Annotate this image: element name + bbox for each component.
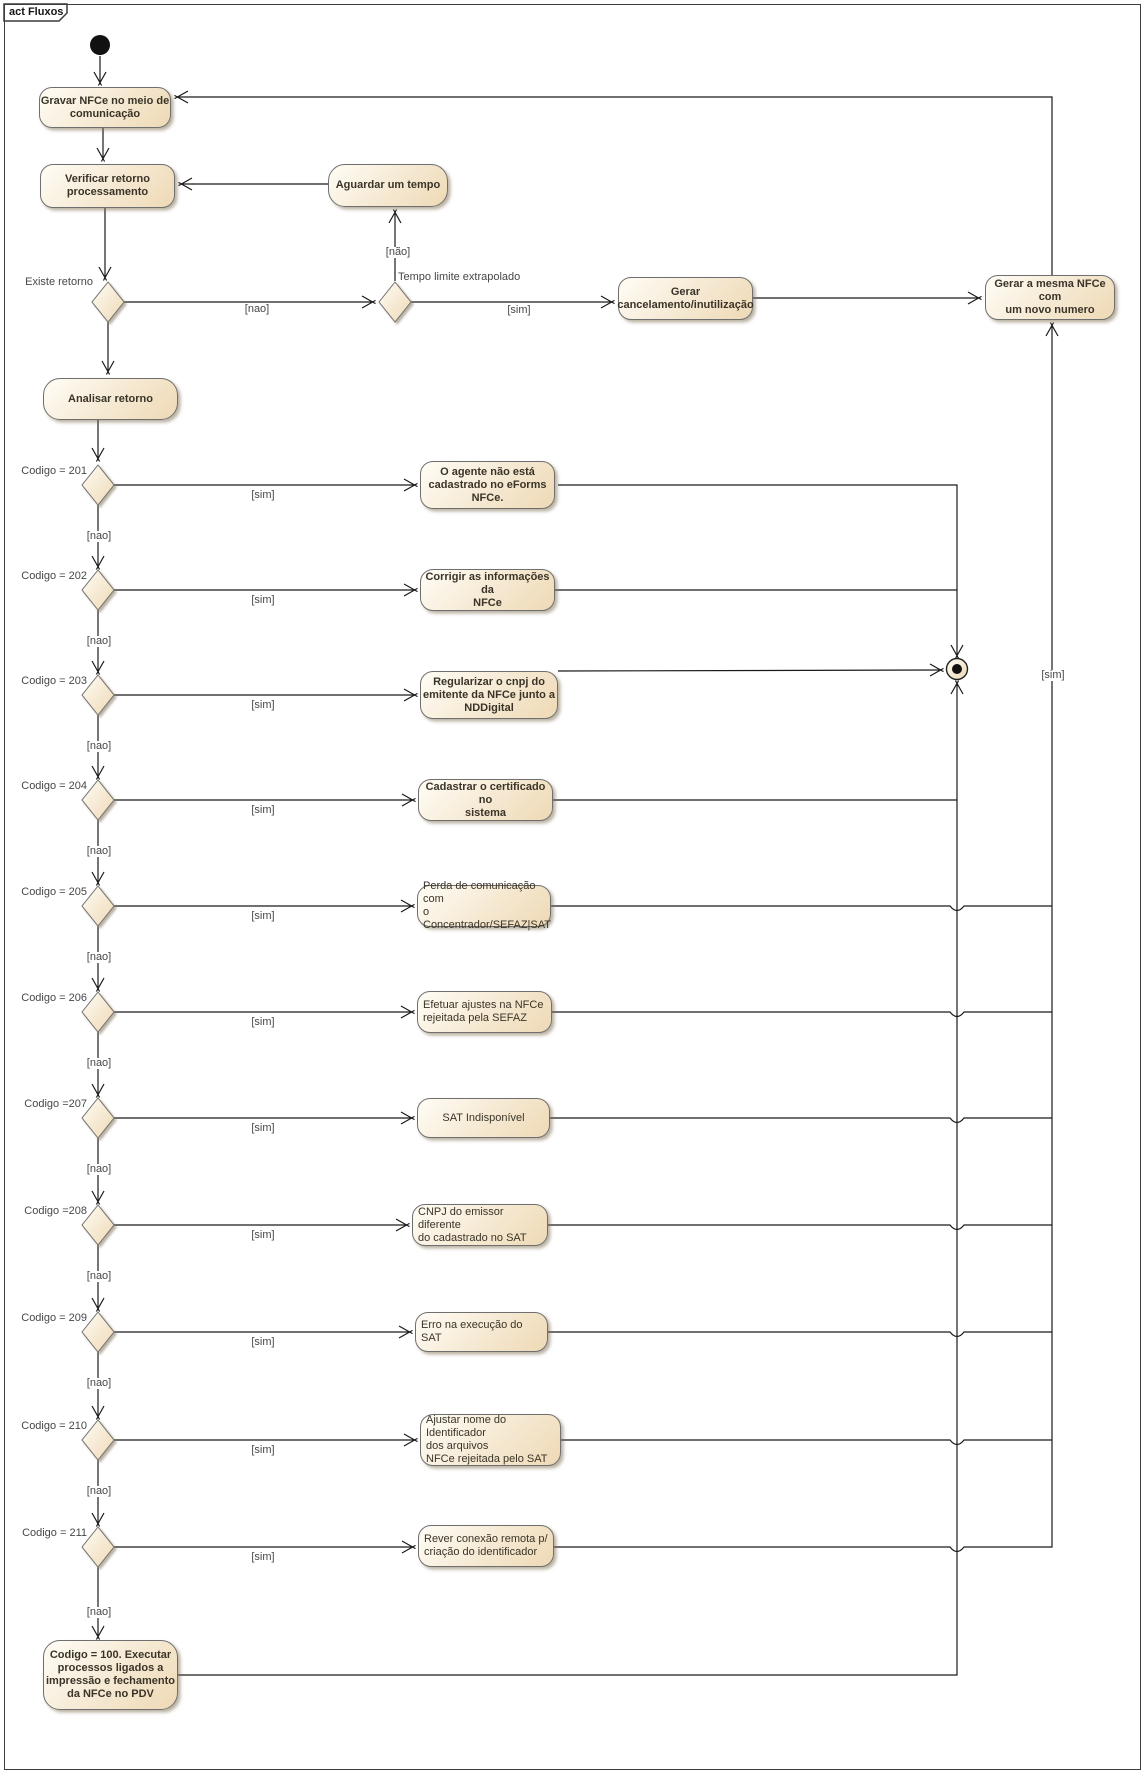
decision-codigo-201[interactable]: [81, 464, 115, 506]
action-207[interactable]: SAT Indisponível: [417, 1098, 550, 1138]
activity-gerar-mesma-nfce[interactable]: Gerar a mesma NFCe com um novo numero: [985, 275, 1115, 320]
decision-codigo-203[interactable]: [81, 674, 115, 716]
label-codigo-208: Codigo =208: [10, 1206, 88, 1217]
action-211[interactable]: Rever conexão remota p/ criação do ident…: [418, 1525, 554, 1567]
label-codigo-207: Codigo =207: [10, 1099, 88, 1110]
decision-codigo-205[interactable]: [81, 885, 115, 927]
guard-sim-205: [sim]: [240, 911, 286, 922]
label-codigo-205: Codigo = 205: [10, 887, 88, 898]
guard-nao-211: [nao]: [76, 1607, 122, 1618]
decision-codigo-209[interactable]: [81, 1311, 115, 1353]
guard-nao-204: [nao]: [76, 846, 122, 857]
guard-sim-207: [sim]: [240, 1123, 286, 1134]
label-codigo-203: Codigo = 203: [10, 676, 88, 687]
decision-codigo-207[interactable]: [81, 1097, 115, 1139]
edge-a210-to-regen: [561, 1439, 1052, 1446]
decision-codigo-206[interactable]: [81, 991, 115, 1033]
label-codigo-201: Codigo = 201: [10, 466, 88, 477]
guard-sim-211: [sim]: [240, 1552, 286, 1563]
guard-sim-201: [sim]: [240, 490, 286, 501]
guard-nao-210: [nao]: [76, 1486, 122, 1497]
activity-aguardar-tempo[interactable]: Aguardar um tempo: [328, 164, 448, 207]
edge-a206-to-regen: [552, 1011, 1052, 1018]
label-existe-retorno: Existe retorno: [20, 277, 94, 288]
guard-sim-204: [sim]: [240, 805, 286, 816]
guard-sim-208: [sim]: [240, 1230, 286, 1241]
edge-codigo100-to-final: [178, 680, 964, 1676]
activity-gravar-nfce[interactable]: Gravar NFCe no meio de comunicação: [39, 87, 171, 128]
edge-a201-to-final: [558, 484, 964, 659]
edge-a207-to-regen: [550, 1117, 1052, 1124]
guard-nao-206: [nao]: [76, 1058, 122, 1069]
decision-existe-retorno[interactable]: [91, 281, 125, 323]
label-codigo-209: Codigo = 209: [10, 1313, 88, 1324]
guard-nao-208: [nao]: [76, 1271, 122, 1282]
activity-verificar-retorno[interactable]: Verificar retorno processamento: [40, 164, 175, 208]
guard-sim-206: [sim]: [240, 1017, 286, 1028]
action-201[interactable]: O agente não está cadastrado no eForms N…: [420, 461, 555, 509]
guard-nao-205: [nao]: [76, 952, 122, 963]
edge-a209-to-regen: [548, 1331, 1052, 1338]
edge-a205-to-regen: [551, 905, 1052, 912]
guard-nao-207: [nao]: [76, 1164, 122, 1175]
final-node[interactable]: [945, 657, 969, 681]
guard-tempo-sim: [sim]: [498, 305, 540, 316]
label-codigo-210: Codigo = 210: [10, 1421, 88, 1432]
edge-sim-to-gerarmesma: [554, 322, 1059, 1553]
decision-codigo-211[interactable]: [81, 1526, 115, 1568]
guard-nao-201: [nao]: [76, 531, 122, 542]
decision-codigo-208[interactable]: [81, 1204, 115, 1246]
action-205[interactable]: Perda de comunicação com o Concentrador/…: [417, 880, 551, 931]
action-206[interactable]: Efetuar ajustes na NFCe rejeitada pela S…: [417, 991, 552, 1033]
action-210[interactable]: Ajustar nome do Identificador dos arquiv…: [420, 1414, 561, 1466]
decision-codigo-210[interactable]: [81, 1419, 115, 1461]
guard-sim-203: [sim]: [240, 700, 286, 711]
guard-sim-202: [sim]: [240, 595, 286, 606]
edge-a203-to-final: [557, 663, 944, 677]
label-codigo-202: Codigo = 202: [10, 571, 88, 582]
guard-regen-sim: [sim]: [1032, 670, 1074, 681]
label-codigo-204: Codigo = 204: [10, 781, 88, 792]
guard-nao-203: [nao]: [76, 741, 122, 752]
activity-codigo-100[interactable]: Codigo = 100. Executar processos ligados…: [43, 1640, 178, 1710]
frame-title: act Fluxos: [9, 6, 64, 18]
action-208[interactable]: CNPJ do emissor diferente do cadastrado …: [412, 1204, 548, 1246]
action-203[interactable]: Regularizar o cnpj do emitente da NFCe j…: [420, 671, 558, 719]
guard-existe-nao: [nao]: [236, 304, 278, 315]
decision-codigo-204[interactable]: [81, 779, 115, 821]
guard-nao-202: [nao]: [76, 636, 122, 647]
guard-sim-210: [sim]: [240, 1445, 286, 1456]
initial-node[interactable]: [90, 35, 110, 55]
label-tempo-limite: Tempo limite extrapolado: [397, 271, 522, 283]
guard-nao-209: [nao]: [76, 1378, 122, 1389]
edge-a208-to-regen: [548, 1224, 1052, 1231]
decision-tempo-limite[interactable]: [378, 281, 412, 323]
edges: [91, 56, 1059, 1676]
decision-codigo-202[interactable]: [81, 569, 115, 611]
label-codigo-211: Codigo = 211: [10, 1528, 88, 1539]
guard-sim-209: [sim]: [240, 1337, 286, 1348]
action-202[interactable]: Corrigir as informações da NFCe: [420, 569, 555, 611]
edge-gerarmesma-to-gravar: [174, 90, 1053, 276]
activity-analisar-retorno[interactable]: Analisar retorno: [43, 378, 178, 420]
action-204[interactable]: Cadastrar o certificado no sistema: [418, 779, 553, 821]
guard-tempo-nao: [não]: [377, 247, 419, 258]
activity-gerar-cancelamento[interactable]: Gerar cancelamento/inutilização: [617, 277, 754, 320]
label-codigo-206: Codigo = 206: [10, 993, 88, 1004]
action-209[interactable]: Erro na execução do SAT: [415, 1312, 548, 1352]
